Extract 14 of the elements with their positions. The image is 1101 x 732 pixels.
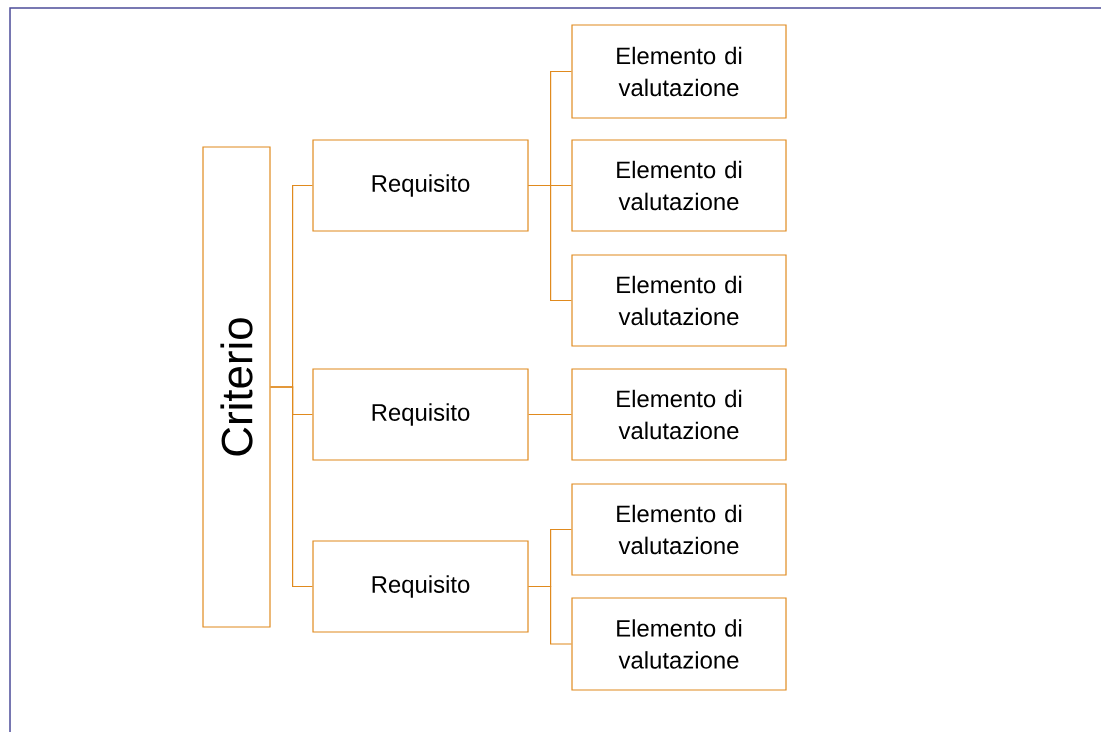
- requirement-box: Requisito: [312, 139, 529, 232]
- requirement-box: Requisito: [312, 540, 529, 633]
- connector: [528, 585, 572, 645]
- connector: [528, 413, 572, 416]
- evaluation-box: Elemento di valutazione: [571, 368, 787, 461]
- evaluation-box: Elemento di valutazione: [571, 139, 787, 232]
- evaluation-box: Elemento di valutazione: [571, 254, 787, 347]
- requirement-box: Requisito: [312, 368, 529, 461]
- criterion-box: Criterio: [202, 146, 271, 628]
- connector: [270, 386, 313, 588]
- evaluation-box: Elemento di valutazione: [571, 483, 787, 576]
- evaluation-box: Elemento di valutazione: [571, 597, 787, 691]
- evaluation-box: Elemento di valutazione: [571, 24, 787, 119]
- connector: [528, 184, 572, 302]
